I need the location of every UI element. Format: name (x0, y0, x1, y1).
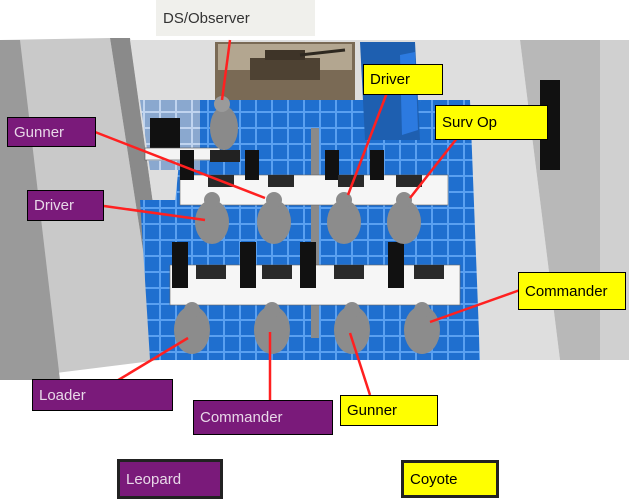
label-driver-left: Driver (27, 190, 104, 221)
legend-coyote: Coyote (401, 460, 499, 498)
observer-label: DS/Observer (156, 0, 315, 36)
legend-leopard: Leopard (117, 459, 223, 499)
label-driver-right: Driver (363, 64, 443, 95)
label-commander-right: Commander (518, 272, 626, 310)
label-gunner-left: Gunner (7, 117, 96, 147)
label-surv-op: Surv Op (435, 105, 548, 140)
label-gunner-bottom: Gunner (340, 395, 438, 426)
tank-display-screen (215, 42, 355, 100)
center-divider (311, 128, 319, 338)
label-commander-bottom: Commander (193, 400, 333, 435)
label-loader: Loader (32, 379, 173, 411)
